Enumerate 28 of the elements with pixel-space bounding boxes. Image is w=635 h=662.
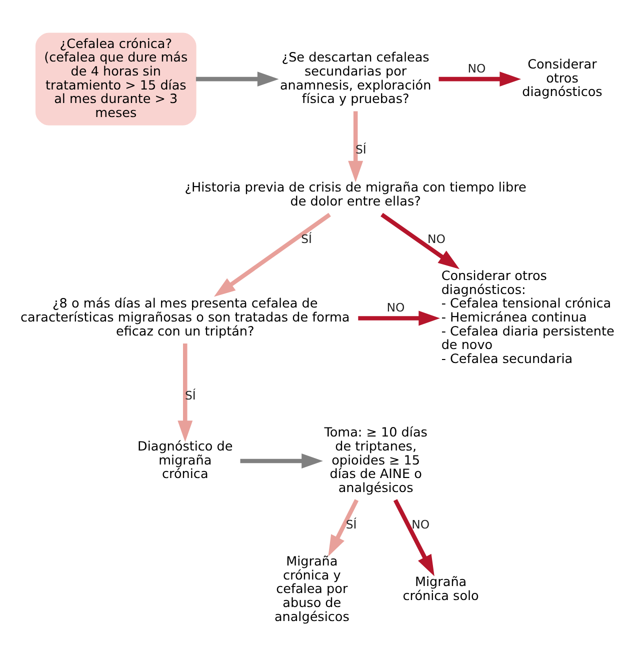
- edge-label: SÍ: [355, 142, 366, 156]
- node-text: ¿8 o más días al mes presenta cefalea de características migrañosas o son tratadas de forma eficaz con un triptán?: [20, 296, 350, 340]
- arrow: [196, 72, 279, 87]
- node-box: ¿Cefalea crónica? (cefalea que dure más de 4 horas sin tratamiento > 15 días al mes durante > 3 meses: [35, 32, 196, 126]
- arrow: [348, 111, 364, 182]
- arrow: [393, 499, 434, 576]
- node-text: ¿Historia previa de crisis de migraña con tiempo libre de dolor entre ellas?: [184, 180, 526, 210]
- arrow: [438, 72, 522, 87]
- edge-label: SÍ: [301, 232, 312, 246]
- edge-label: NO: [468, 61, 486, 76]
- node-text: Migraña crónica solo: [402, 575, 479, 604]
- edge-label: NO: [412, 517, 430, 532]
- arrow: [328, 499, 359, 557]
- node-text: Considerar otros diagnósticos: [522, 58, 602, 100]
- node-text: Migraña crónica y cefalea por abuso de analgésicos: [274, 554, 350, 625]
- arrow: [358, 310, 440, 326]
- edge-label: SÍ: [346, 517, 357, 532]
- edge-label: NO: [428, 232, 446, 246]
- arrow: [380, 212, 460, 270]
- edge-label: NO: [386, 300, 405, 315]
- edge-label: SÍ: [185, 388, 196, 402]
- node-text: Toma: ≥ 10 días de triptanes, opioides ≥ 15 días de AINE o analgésicos: [324, 426, 428, 496]
- node-text: ¿Se descartan cefaleas secundarias por anamnesis, exploración física y pruebas?: [280, 50, 432, 108]
- arrow: [214, 212, 331, 297]
- node-text: Diagnóstico de migraña crónica: [138, 439, 233, 482]
- arrow: [178, 343, 193, 442]
- node-text: Considerar otros diagnósticos: - Cefalea tensional crónica - Hemicránea continua - Cefalea diaria persistente de novo - Cefalea secundaria: [441, 268, 614, 368]
- arrow: [240, 453, 323, 468]
